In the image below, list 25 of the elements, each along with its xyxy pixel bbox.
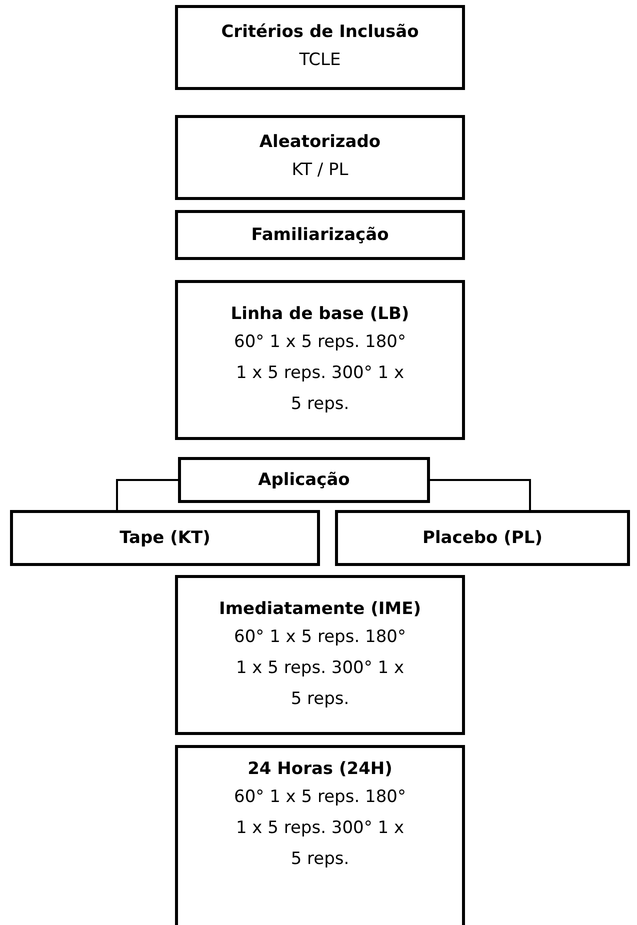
box-heading: Familiarização (251, 224, 389, 247)
box-heading: Aplicação (258, 469, 350, 492)
box-text: 60° 1 x 5 reps. 180° 1 x 5 reps. 300° 1 x 5 reps. (233, 786, 407, 871)
box-text: TCLE (299, 49, 341, 72)
process-box (175, 280, 465, 440)
process-box (178, 457, 430, 503)
process-box (175, 5, 465, 90)
process-box (10, 510, 320, 566)
box-heading: Placebo (PL) (422, 527, 542, 550)
box-heading: 24 Horas (24H) (248, 758, 392, 781)
box-text: KT / PL (292, 159, 348, 182)
connector-line (116, 479, 178, 510)
process-box (175, 575, 465, 735)
box-heading: Critérios de Inclusão (221, 21, 419, 44)
process-box (175, 745, 465, 925)
box-text: 60° 1 x 5 reps. 180° 1 x 5 reps. 300° 1 x 5 reps. (233, 330, 407, 416)
box-text: 60° 1 x 5 reps. 180° 1 x 5 reps. 300° 1 x 5 reps. (233, 626, 407, 710)
process-box (335, 510, 630, 566)
process-box (175, 210, 465, 260)
process-box (175, 115, 465, 200)
box-heading: Tape (KT) (120, 527, 210, 550)
box-heading: Imediatamente (IME) (219, 598, 421, 620)
box-heading: Linha de base (LB) (230, 302, 410, 326)
connector-line (430, 479, 531, 510)
box-heading: Aleatorizado (259, 131, 381, 154)
